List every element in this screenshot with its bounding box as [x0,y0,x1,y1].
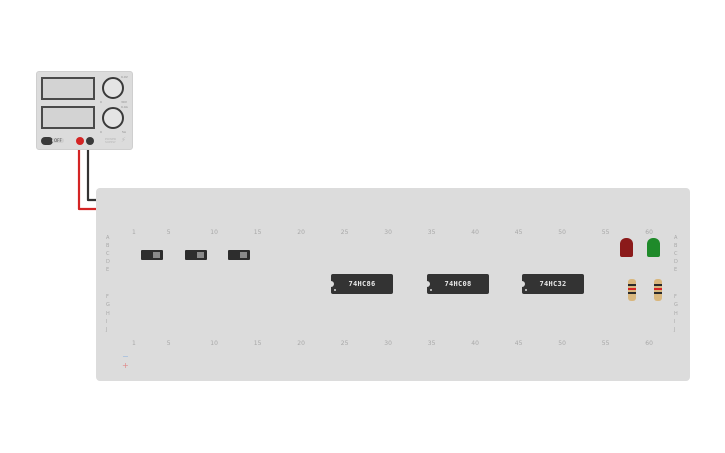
resistor-band [628,292,636,294]
voltage-knob[interactable] [102,77,124,99]
column-number: 25 [340,340,349,347]
chip-notch [427,281,430,287]
rail-polarity-label: + [122,361,129,370]
led-green[interactable] [647,238,660,257]
row-letter: C [106,251,110,257]
resistor-band [628,288,636,290]
row-letter: A [106,235,110,241]
slide-switch-3[interactable] [228,250,250,260]
switch-knob[interactable] [197,252,204,258]
column-number: 60 [645,229,653,236]
voltage-knob-max: 30V [121,100,127,104]
power-supply[interactable]: 0.0V 0 30V 0.0A 0 5A OFF POWER SUPPLY ⚡ [36,71,133,150]
column-number: 20 [297,229,305,236]
current-knob-label: 0.0A [121,105,128,109]
row-letter: B [674,243,678,249]
row-letter: D [674,259,678,265]
switch-knob[interactable] [240,252,247,258]
column-number: 5 [166,229,171,236]
column-number: 50 [558,340,566,347]
column-number: 15 [253,340,262,347]
row-letter: F [674,294,677,300]
chip-notch [331,281,334,287]
breadboard[interactable] [96,188,690,381]
column-number: 35 [427,340,436,347]
column-number: 60 [645,340,653,347]
resistor-2[interactable] [654,279,662,301]
column-number: 30 [384,229,392,236]
voltage-knob-label: 0.0V [121,75,128,79]
pin1-dot [525,289,527,291]
chip-label: 74HC08 [444,280,472,288]
negative-terminal[interactable] [86,137,94,145]
column-number: 20 [297,340,305,347]
current-knob[interactable] [102,107,124,129]
row-letter: H [674,311,678,317]
resistor-band [628,284,636,286]
column-number: 45 [514,340,523,347]
column-number: 55 [601,340,610,347]
row-letter: D [106,259,110,265]
slide-switch-2[interactable] [185,250,207,260]
chip-74hc32[interactable]: 74HC32 [522,274,584,294]
slide-switch-1[interactable] [141,250,163,260]
resistor-1[interactable] [628,279,636,301]
chip-notch [522,281,525,287]
led-red[interactable] [620,238,633,257]
row-letter: A [674,235,678,241]
row-letter: E [674,267,678,273]
row-letter: I [674,319,676,325]
row-letter: H [106,311,110,317]
row-letter: F [106,294,109,300]
chip-label: 74HC32 [539,280,567,288]
row-letter: J [674,327,676,333]
resistor-band [654,288,662,290]
positive-terminal[interactable] [76,137,84,145]
column-number: 15 [253,229,262,236]
column-number: 55 [601,229,610,236]
chip-label: 74HC86 [348,280,376,288]
brand-label: POWER SUPPLY [105,137,117,144]
current-knob-min: 0 [100,130,102,134]
column-number: 1 [132,340,136,347]
power-toggle-label: OFF [52,138,64,143]
column-number: 10 [210,340,218,347]
row-letter: E [106,267,110,273]
column-number: 10 [210,229,218,236]
resistor-band [654,284,662,286]
column-number: 40 [471,340,479,347]
rail-polarity-label: − [122,352,129,361]
resistor-band [654,292,662,294]
column-number: 30 [384,340,392,347]
column-number: 35 [427,229,436,236]
voltage-knob-min: 0 [100,100,102,104]
current-display [41,106,95,129]
column-number: 40 [471,229,479,236]
power-toggle[interactable] [41,137,53,145]
current-knob-max: 5A [122,130,126,134]
column-number: 5 [166,340,171,347]
pin1-dot [334,289,336,291]
row-letter: B [106,243,110,249]
row-letter: J [106,327,108,333]
column-number: 45 [514,229,523,236]
row-letter: C [674,251,678,257]
chip-74hc08[interactable]: 74HC08 [427,274,489,294]
row-letter: G [106,302,110,308]
row-letter: G [674,302,678,308]
column-number: 25 [340,229,349,236]
chip-74hc86[interactable]: 74HC86 [331,274,393,294]
column-number: 50 [558,229,566,236]
column-number: 1 [132,229,136,236]
pin1-dot [430,289,432,291]
lightning-icon: ⚡ [121,136,126,144]
row-letter: I [106,319,108,325]
voltage-display [41,77,95,100]
switch-knob[interactable] [153,252,160,258]
